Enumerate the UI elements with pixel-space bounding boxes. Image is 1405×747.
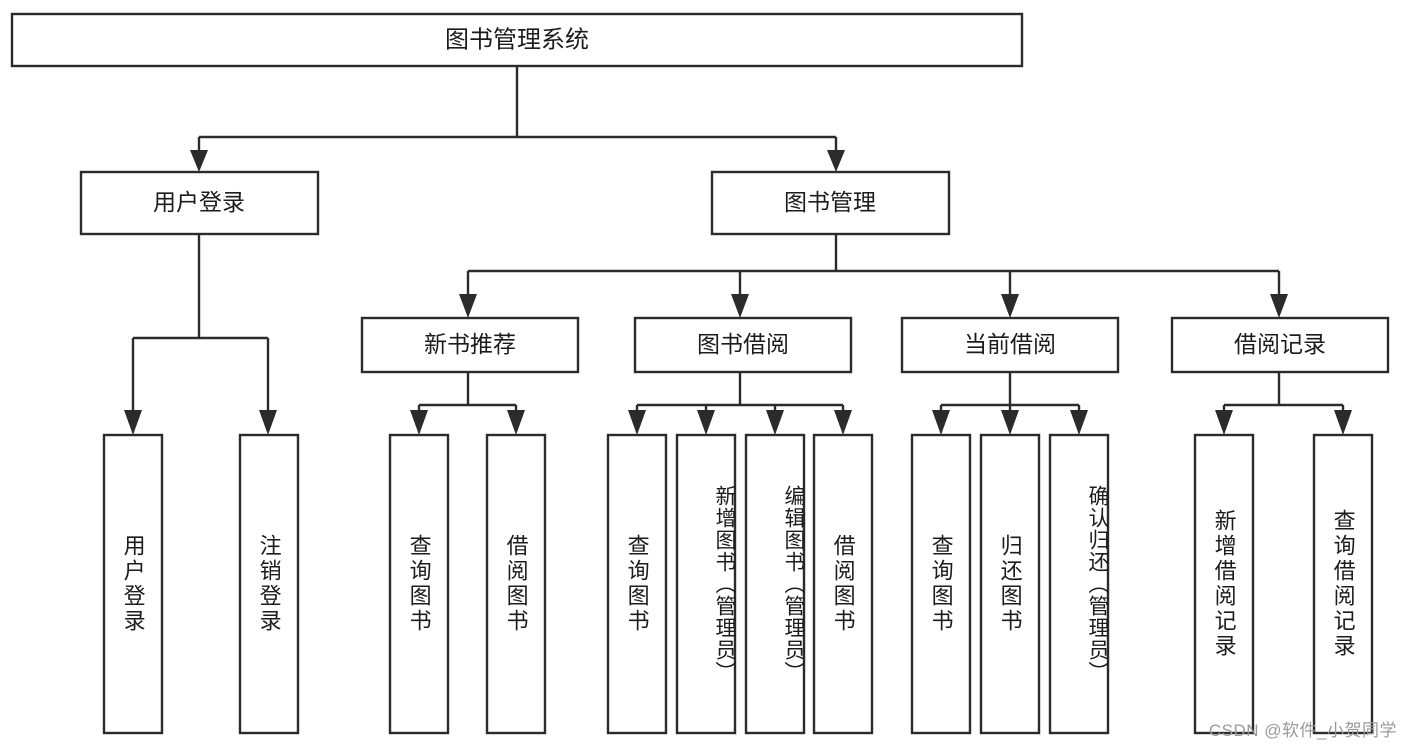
node-new-book-recommend[interactable]: 新书推荐: [360, 316, 580, 374]
arrow-leaf-query-record: [1334, 410, 1352, 435]
node-root-system[interactable]: 图书管理系统: [10, 12, 1024, 68]
arrow-to-book-borrow: [731, 294, 749, 318]
leaf-box-query-book-c[interactable]: [910, 433, 972, 735]
node-book-management[interactable]: 图书管理: [710, 170, 951, 236]
node-borrow-record-label: 借阅记录: [1234, 331, 1326, 357]
node-book-borrow-label: 图书借阅: [697, 331, 789, 357]
node-new-book-recommend-label: 新书推荐: [424, 331, 516, 357]
arrow-leaf-query-book-a: [410, 410, 428, 435]
arrow-to-borrow-record: [1270, 294, 1288, 318]
node-current-borrow[interactable]: 当前借阅: [900, 316, 1120, 374]
leaf-box-return-book[interactable]: [979, 433, 1041, 735]
arrow-leaf-query-book-c: [932, 410, 950, 435]
leaf-box-borrow-book-b[interactable]: [812, 433, 874, 735]
arrow-leaf-add-record: [1215, 410, 1233, 435]
leaf-box-query-book-b[interactable]: [606, 433, 668, 735]
leaf-box-add-borrow-record[interactable]: [1193, 433, 1255, 735]
leaf-box-add-book-admin[interactable]: [675, 433, 737, 735]
arrow-leaf-edit-book: [766, 410, 784, 435]
node-user-login[interactable]: 用户登录: [79, 170, 320, 236]
node-root-label: 图书管理系统: [445, 26, 589, 53]
node-book-borrow[interactable]: 图书借阅: [633, 316, 853, 374]
arrow-leaf-query-book-b: [628, 410, 646, 435]
node-borrow-record[interactable]: 借阅记录: [1170, 316, 1390, 374]
arrow-leaf-borrow-book-b: [834, 410, 852, 435]
arrow-leaf-add-book: [697, 410, 715, 435]
csdn-watermark: CSDN @软件_小贺同学: [1208, 721, 1397, 740]
leaf-box-edit-book-admin[interactable]: [744, 433, 806, 735]
leaf-box-logout[interactable]: [238, 433, 300, 735]
node-book-management-label: 图书管理: [784, 189, 876, 215]
arrow-leaf-borrow-book-a: [507, 410, 525, 435]
leaf-box-confirm-return-admin[interactable]: [1048, 433, 1110, 735]
arrow-to-book-mgmt: [827, 150, 845, 172]
arrow-to-user-login: [190, 150, 208, 172]
nodes: 图书管理系统 用户登录 图书管理 新书推荐 图书借阅 当前: [10, 12, 1390, 735]
node-current-borrow-label: 当前借阅: [964, 331, 1056, 357]
connectors: [124, 66, 1352, 435]
leaf-box-query-borrow-record[interactable]: [1312, 433, 1374, 735]
leaf-box-borrow-book-a[interactable]: [485, 433, 547, 735]
leaf-box-query-book-a[interactable]: [388, 433, 450, 735]
arrow-leaf-return-book: [1001, 410, 1019, 435]
arrow-to-new-book-rec: [459, 294, 477, 318]
leaf-box-user-login[interactable]: [102, 433, 164, 735]
arrow-leaf-user-login: [124, 410, 142, 435]
arrow-leaf-confirm-return: [1070, 410, 1088, 435]
arrow-to-current-borrow: [1001, 294, 1019, 318]
node-user-login-label: 用户登录: [153, 189, 245, 215]
arrow-leaf-logout: [259, 410, 277, 435]
